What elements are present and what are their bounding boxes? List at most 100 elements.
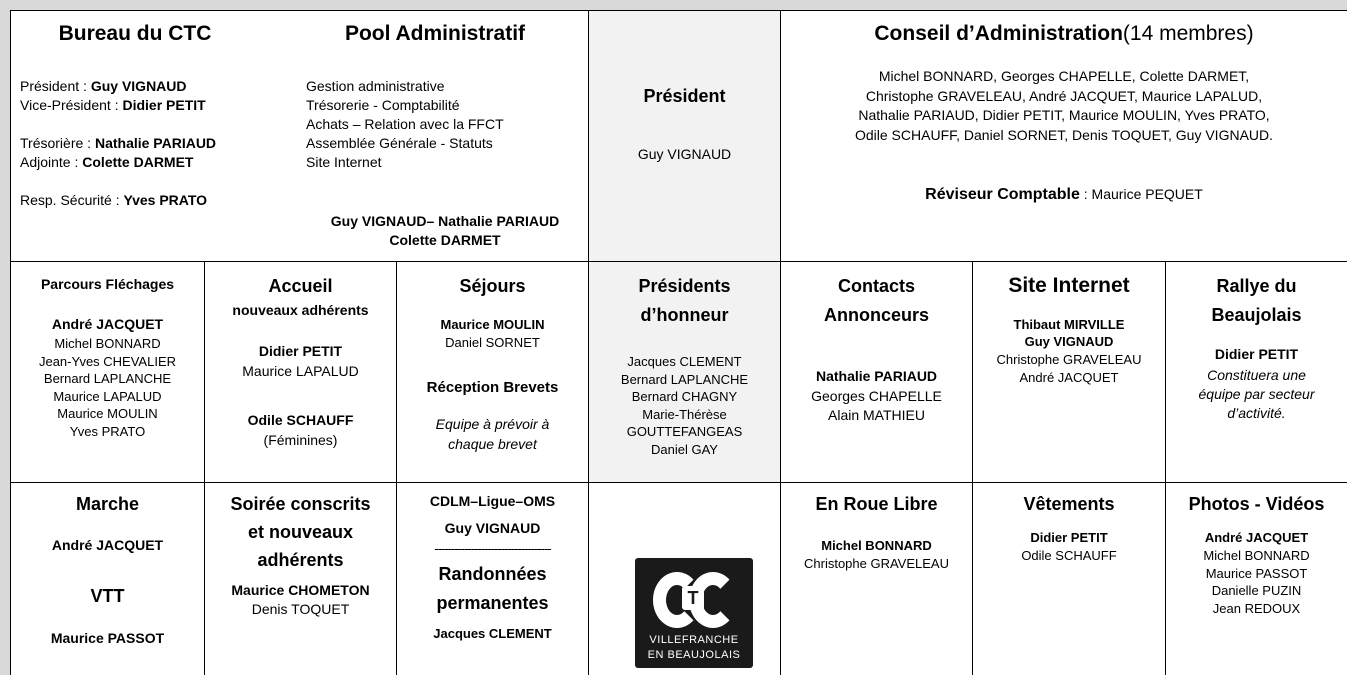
accueil-lead: Didier PETIT <box>258 343 343 359</box>
president-title: Président <box>643 86 726 106</box>
accueil-cell: Accueil nouveaux adhérents Didier PETIT … <box>205 262 396 482</box>
rallye-note-line: Constituera une <box>1207 367 1306 383</box>
accueil-member: Maurice LAPALUD <box>242 363 359 379</box>
parcours-cell: Parcours Fléchages André JACQUET Michel … <box>11 262 204 482</box>
contacts-cell: Contacts Annonceurs Nathalie PARIAUD Geo… <box>781 262 972 482</box>
site-member: André JACQUET <box>1019 369 1119 385</box>
pool-item: Achats – Relation avec la FFCT <box>306 116 504 132</box>
honneur-member: Bernard CHAGNY <box>631 389 738 404</box>
parcours-member: Michel BONNARD <box>54 336 161 351</box>
org-chart: Bureau du CTC Président : Guy VIGNAUD Vi… <box>10 10 1347 675</box>
rando-title-1: Randonnées <box>438 564 547 584</box>
photos-member: Danielle PUZIN <box>1211 583 1302 598</box>
col-divider-3 <box>204 261 205 675</box>
vetements-cell: Vêtements Didier PETIT Odile SCHAUFF <box>973 483 1165 675</box>
contacts-member: Alain MATHIEU <box>828 407 925 423</box>
pool-item: Trésorerie - Comptabilité <box>306 97 460 113</box>
sejours-member: Daniel SORNET <box>445 335 540 350</box>
soiree-member: Denis TOQUET <box>251 601 350 617</box>
president-cell-bg <box>589 11 780 261</box>
reception-note-2: chaque brevet <box>448 436 537 452</box>
soiree-lead: Maurice CHOMETON <box>231 582 370 598</box>
site-cell: Site Internet Thibaut MIRVILLE Guy VIGNA… <box>973 262 1165 482</box>
cdlm-lead: Guy VIGNAUD <box>444 520 541 536</box>
contacts-title-2: Annonceurs <box>823 305 929 325</box>
conseil-members: Michel BONNARD, Georges CHAPELLE, Colett… <box>781 67 1347 145</box>
president-label: Président : <box>20 78 91 94</box>
conseil-member-line: Odile SCHAUFF, Daniel SORNET, Denis TOQU… <box>854 126 1274 143</box>
parcours-title: Parcours Fléchages <box>40 276 175 292</box>
soiree-title-3: adhérents <box>257 550 344 570</box>
pool-item: Site Internet <box>306 154 382 170</box>
conseil-heading: Conseil d’Administration(14 membres) <box>781 22 1347 46</box>
vice-row: Vice-Président : Didier PETIT <box>20 96 216 115</box>
accueil-subtitle: nouveaux adhérents <box>232 302 369 318</box>
left-border <box>10 10 11 675</box>
roue-cell: En Roue Libre Michel BONNARD Christophe … <box>781 483 972 675</box>
photos-member: Maurice PASSOT <box>1205 565 1308 581</box>
parcours-member: Maurice MOULIN <box>57 406 158 421</box>
marche-title: Marche <box>75 494 140 514</box>
row2-divider <box>10 482 1347 483</box>
accueil-lead2: Odile SCHAUFF <box>247 412 354 428</box>
col-divider-2 <box>780 10 781 675</box>
honneur-member: Daniel GAY <box>651 441 718 457</box>
photos-members: Michel BONNARD Maurice PASSOT Danielle PUZ… <box>1166 547 1347 617</box>
conseil-cell: Conseil d’Administration(14 membres) Mic… <box>781 10 1347 261</box>
pool-title: Pool Administratif <box>344 22 526 45</box>
honneur-member: GOUTTEFANGEAS <box>626 424 743 439</box>
vtt-lead: Maurice PASSOT <box>50 630 165 646</box>
top-border <box>10 10 1347 11</box>
photos-lead: André JACQUET <box>1204 530 1309 545</box>
rando-lead: Jacques CLEMENT <box>433 626 552 641</box>
pool-members-2: Colette DARMET <box>389 232 501 248</box>
adjointe-row: Adjointe : Colette DARMET <box>20 153 216 172</box>
parcours-member: Maurice LAPALUD <box>53 388 162 404</box>
honneur-title-2: d’honneur <box>640 305 729 325</box>
vice-name: Didier PETIT <box>122 97 206 113</box>
conseil-member-line: Michel BONNARD, Georges CHAPELLE, Colett… <box>878 68 1250 84</box>
col-divider-6 <box>1165 261 1166 675</box>
site-title: Site Internet <box>1008 274 1130 297</box>
marche-cell: Marche André JACQUET VTT Maurice PASSOT <box>11 483 204 675</box>
rallye-title-1: Rallye du <box>1216 276 1297 296</box>
adjointe-name: Colette DARMET <box>82 154 194 170</box>
reception-title: Réception Brevets <box>426 379 559 396</box>
sejours-title: Séjours <box>459 276 526 296</box>
marche-lead: André JACQUET <box>51 537 164 553</box>
vtt-title: VTT <box>90 586 125 606</box>
conseil-member-line: Nathalie PARIAUD, Didier PETIT, Maurice … <box>858 107 1270 123</box>
reception-note-1: Equipe à prévoir à <box>435 416 550 432</box>
contacts-member: Georges CHAPELLE <box>811 388 942 404</box>
pool-members-1: Guy VIGNAUD– Nathalie PARIAUD <box>330 213 560 229</box>
rallye-title-2: Beaujolais <box>1211 305 1302 325</box>
tresoriere-label: Trésorière : <box>20 135 95 151</box>
site-lead-1: Thibaut MIRVILLE <box>1013 317 1125 332</box>
col-divider-5 <box>972 261 973 675</box>
parcours-member: Yves PRATO <box>69 423 146 439</box>
site-lead-2: Guy VIGNAUD <box>1024 334 1114 349</box>
adjointe-label: Adjointe : <box>20 154 83 170</box>
logo-line-1: VILLEFRANCHE <box>649 634 739 646</box>
honneur-member: Bernard LAPLANCHE <box>620 371 749 387</box>
tresoriere-row: Trésorière : Nathalie PARIAUD <box>20 134 216 153</box>
soiree-title-1: Soirée conscrits <box>230 494 371 514</box>
ctc-logo: T VILLEFRANCHE EN BEAUJOLAIS <box>635 558 753 668</box>
honneur-cell-bg <box>589 262 780 482</box>
reviseur-row: Réviseur Comptable : Maurice PEQUET <box>781 186 1347 204</box>
tresoriere-name: Nathalie PARIAUD <box>94 135 217 151</box>
cdlm-title: CDLM–Ligue–OMS <box>429 493 556 509</box>
photos-member: Michel BONNARD <box>1203 548 1310 563</box>
rando-title-2: permanentes <box>436 593 549 613</box>
honneur-member: Jacques CLEMENT <box>627 354 742 369</box>
logo-line-2: EN BEAUJOLAIS <box>647 649 741 661</box>
roue-member: Christophe GRAVELEAU <box>804 556 949 571</box>
reviseur-name: : Maurice PEQUET <box>1079 186 1203 202</box>
conseil-title: Conseil d’Administration <box>874 22 1123 45</box>
rallye-note-line: d’activité. <box>1227 405 1286 421</box>
pool-item: Gestion administrative <box>306 78 445 94</box>
president-cell: Président Guy VIGNAUD <box>589 10 780 261</box>
rallye-cell: Rallye du Beaujolais Didier PETIT Consti… <box>1166 262 1347 482</box>
